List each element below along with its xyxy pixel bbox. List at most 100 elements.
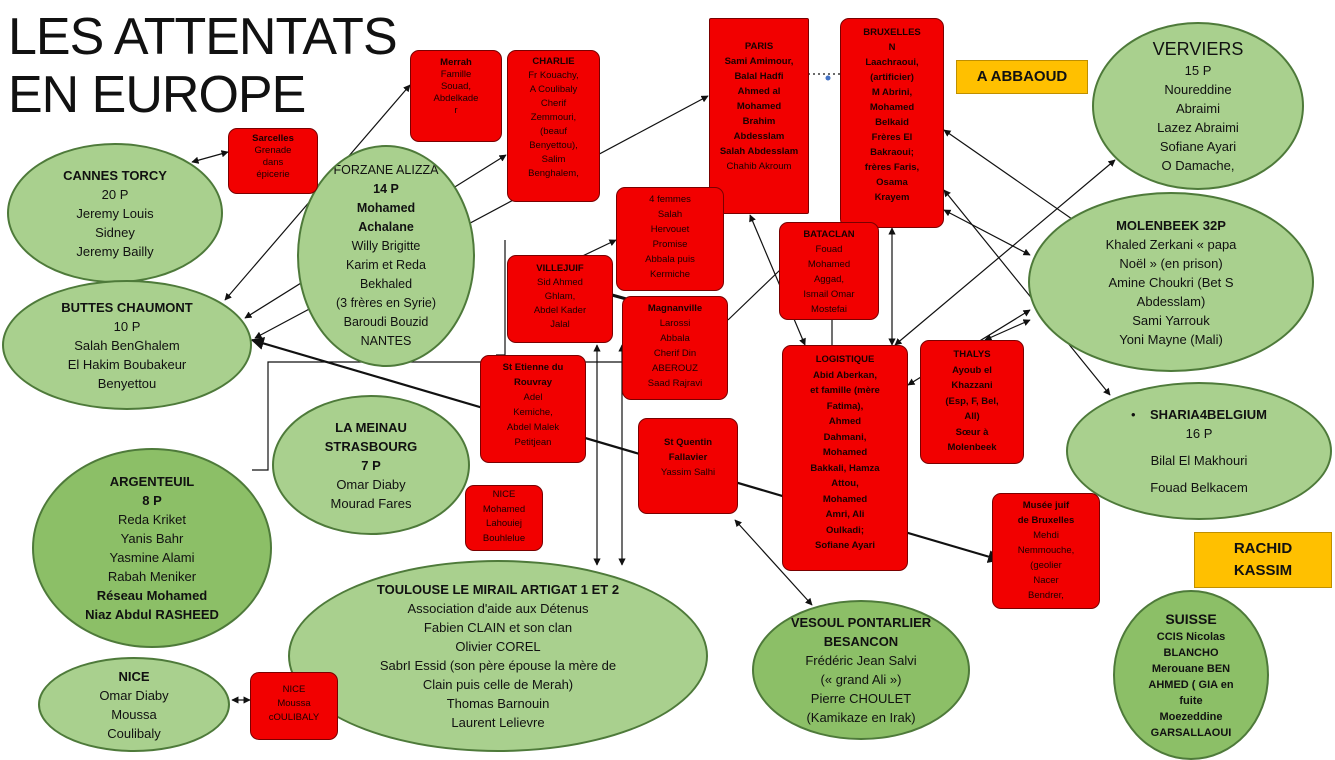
stetienne-line-4: Petitjean — [514, 437, 552, 448]
stetienne-line-1: Adel — [523, 392, 543, 403]
box-thalys: THALYS Ayoub el Khazzani (Esp, F, Bel, A… — [920, 340, 1024, 464]
sharia-title-text: SHARIA4BELGIUM — [1149, 407, 1267, 422]
forzane-title: FORZANE ALIZZA — [333, 163, 439, 177]
nice-name-2: Moussa — [111, 706, 157, 722]
paris-line-6: Abdesslam — [733, 131, 785, 142]
femmes-line-2: Hervouet — [650, 224, 690, 235]
nicebox-line-1: Mohamed — [482, 503, 526, 515]
box-magnanville: Magnanville Larossi Abbala Cherif Din AB… — [622, 296, 728, 400]
paris-line-5: Brahim — [742, 116, 776, 127]
nicecoul-line-2: cOULIBALY — [268, 712, 320, 723]
charlie-line-8: Benghalem, — [528, 168, 579, 179]
molenbeek-title: MOLENBEEK 32P — [1116, 217, 1226, 233]
bataclan-line-5: Mostefai — [811, 304, 847, 315]
buttes-name-1: Salah BenGhalem — [74, 337, 180, 353]
villejuif-line-3: Abdel Kader — [533, 305, 587, 316]
link-thalys-molenbeek — [984, 319, 1031, 341]
paris-line-8: Chahib Akroum — [726, 161, 792, 172]
sarcelles-title: Sarcelles — [252, 133, 294, 144]
toulouse-line-3: Olivier COREL — [455, 639, 541, 654]
tag-rachid-line-2: KASSIM — [1233, 562, 1293, 579]
vesoul-line-3: Pierre CHOULET — [810, 691, 912, 706]
logistique-line-3: Fatima), — [826, 400, 864, 412]
ellipse-molenbeek: MOLENBEEK 32P Khaled Zerkani « papa Noël… — [1028, 192, 1314, 372]
meinau-city: STRASBOURG — [324, 438, 418, 454]
bruxelles-line-11: Krayem — [874, 192, 910, 203]
villejuif-title: VILLEJUIF — [536, 263, 584, 274]
forzane-line-2: Mohamed — [356, 201, 416, 215]
logistique-title: LOGISTIQUE — [815, 354, 875, 365]
femmes-line-5: Kermiche — [649, 269, 691, 280]
molenbeek-line-1: Khaled Zerkani « papa — [1105, 236, 1237, 252]
merrah-line-3: Abdelkade — [433, 93, 479, 104]
toulouse-line-7: Laurent Lelievre — [451, 715, 545, 730]
charlie-line-4: Zemmouri, — [530, 112, 577, 123]
thalys-line-1: Ayoub el — [952, 364, 992, 376]
cannes-count: 20 P — [101, 186, 129, 202]
bruxelles-line-4: M Abrini, — [871, 87, 913, 98]
villejuif-line-4: Jalal — [550, 319, 570, 330]
molenbeek-line-4: Abdesslam) — [1136, 293, 1206, 309]
magnanville-line-3: Cherif Din — [653, 348, 697, 359]
nice-name-1: Omar Diaby — [99, 687, 169, 703]
forzane-line-6: Bekhaled — [359, 277, 413, 291]
bruxelles-title: BRUXELLES — [863, 27, 921, 38]
paris-line-1: Sami Amimour, — [724, 56, 794, 67]
ellipse-la-meinau: LA MEINAU STRASBOURG 7 P Omar Diaby Mour… — [272, 395, 470, 535]
toulouse-line-1: Association d'aide aux Détenus — [407, 601, 589, 616]
thalys-title: THALYS — [953, 349, 991, 360]
ellipse-buttes-chaumont: BUTTES CHAUMONT 10 P Salah BenGhalem El … — [2, 280, 252, 410]
logistique-line-7: Bakkali, Hamza — [810, 462, 880, 474]
ellipse-suisse: SUISSE CCIS Nicolas BLANCHO Merouane BEN… — [1113, 590, 1269, 760]
buttes-count: 10 P — [113, 318, 141, 334]
link-bruxelles-molenbeek — [943, 209, 1031, 256]
box-musee-juif: Musée juif de Bruxelles Mehdi Nemmouche,… — [992, 493, 1100, 609]
meinau-name-1: Omar Diaby — [336, 476, 406, 492]
buttes-name-3: Benyettou — [97, 375, 157, 391]
meinau-name-2: Mourad Fares — [330, 495, 412, 511]
molenbeek-line-6: Yoni Mayne (Mali) — [1119, 331, 1223, 347]
thalys-line-6: Molenbeek — [947, 442, 997, 453]
musee-title: Musée juif — [1022, 500, 1070, 511]
buttes-title: BUTTES CHAUMONT — [61, 299, 193, 315]
paris-dot — [825, 75, 831, 81]
ellipse-forzane-alizza: FORZANE ALIZZA 14 P Mohamed Achalane Wil… — [297, 145, 475, 367]
tag-rachid-kassim: RACHID KASSIM — [1194, 532, 1332, 588]
link-bataclan-mag — [727, 269, 781, 321]
stetienne-line-2: Kemiche, — [513, 407, 553, 418]
femmes-title: 4 femmes — [649, 194, 691, 205]
bruxelles-line-5: Mohamed — [869, 102, 915, 113]
femmes-line-3: Promise — [652, 239, 688, 250]
ellipse-nice: NICE Omar Diaby Moussa Coulibaly — [38, 657, 230, 752]
thalys-line-3: (Esp, F, Bel, — [945, 395, 999, 407]
bruxelles-line-8: Bakraoui; — [870, 147, 914, 158]
box-villejuif: VILLEJUIF Sid Ahmed Ghlam, Abdel Kader J… — [507, 255, 613, 343]
merrah-line-2: Souad, — [440, 81, 472, 92]
merrah-title: Merrah — [440, 57, 472, 68]
vesoul-title: VESOUL PONTARLIER — [790, 615, 932, 630]
box-sarcelles: Sarcelles Grenade dans épicerie — [228, 128, 318, 194]
box-nice-coulibaly: NICE Moussa cOULIBALY — [250, 672, 338, 740]
magnanville-title: Magnanville — [647, 303, 703, 314]
molenbeek-line-5: Sami Yarrouk — [1132, 312, 1210, 328]
charlie-line-1: Fr Kouachy, — [528, 70, 579, 81]
box-nice-bouhlel: NICE Mohamed Lahouiej Bouhlelue — [465, 485, 543, 551]
verviers-name-1: Noureddine — [1164, 82, 1232, 97]
villejuif-line-1: Sid Ahmed — [537, 277, 583, 288]
paris-line-3: Ahmed al — [737, 86, 781, 97]
sharia-count: 16 P — [1185, 426, 1213, 441]
forzane-line-8: Baroudi Bouzid — [343, 315, 429, 329]
logistique-line-2: et famille (mère — [810, 385, 880, 396]
stetienne-line-3: Abdel Malek — [506, 422, 560, 433]
ellipse-vesoul: VESOUL PONTARLIER BESANCON Frédéric Jean… — [752, 600, 970, 740]
toulouse-line-5: Clain puis celle de Merah) — [422, 677, 574, 692]
sharia-title: • SHARIA4BELGIUM — [1131, 405, 1267, 424]
box-charlie: CHARLIE Fr Kouachy, A Coulibaly Cherif Z… — [507, 50, 600, 202]
ellipse-verviers: VERVIERS 15 P Noureddine Abraimi Lazez A… — [1092, 22, 1304, 190]
verviers-count: 15 P — [1184, 63, 1212, 78]
argenteuil-name-4: Rabah Meniker — [107, 569, 197, 584]
charlie-line-7: Salim — [541, 154, 566, 165]
thalys-line-4: All) — [964, 411, 980, 422]
charlie-line-2: A Coulibaly — [529, 84, 578, 95]
charlie-line-3: Cherif — [540, 98, 567, 109]
